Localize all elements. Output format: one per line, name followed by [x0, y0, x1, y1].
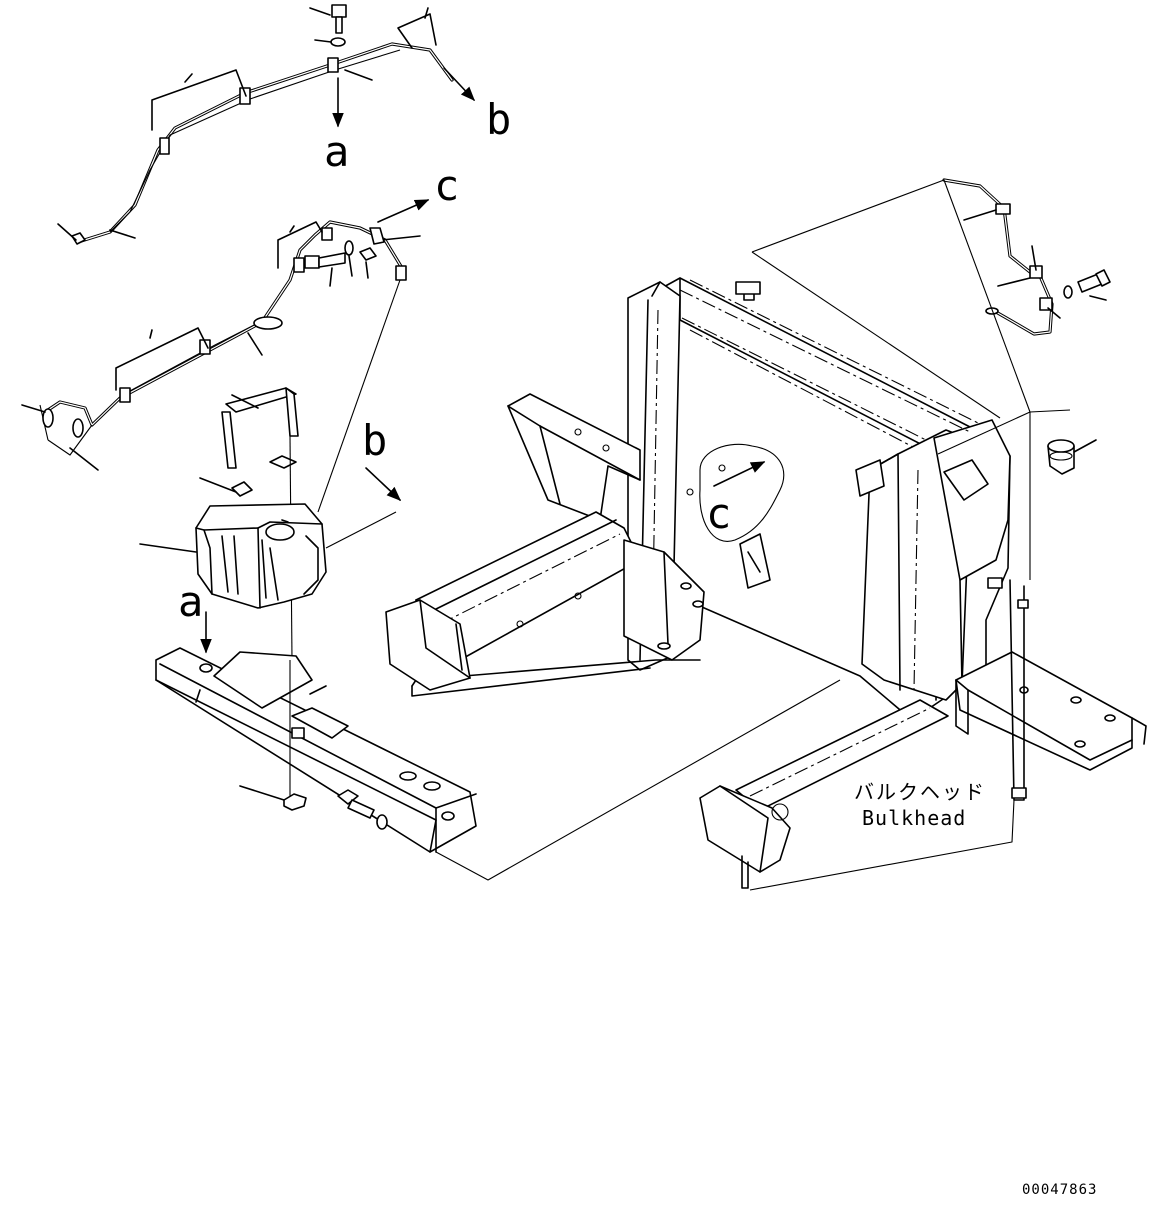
right-wiring-harness: [751, 178, 1111, 580]
ref-letter-c-frame: c: [706, 489, 731, 538]
arrow-b-mid: b: [325, 416, 402, 549]
bulkhead-frame: [385, 277, 1147, 891]
nut-icon: [359, 247, 377, 279]
drawing-number: 00047863: [1022, 1182, 1097, 1198]
arrow-c-frame: c: [706, 461, 766, 538]
ref-letter-b-mid: b: [362, 416, 387, 465]
bolt-icon: [304, 252, 346, 287]
upper-wiring-harness: [57, 4, 454, 245]
control-box: [139, 503, 327, 609]
bolt-icon: [1077, 269, 1111, 293]
bolt-icon: [309, 4, 347, 34]
washer-icon: [376, 814, 388, 830]
caption-english: Bulkhead: [862, 806, 966, 830]
bulkhead-caption: バルクヘッド Bulkhead: [854, 780, 986, 830]
mounting-strap: [199, 387, 299, 661]
caption-japanese: バルクヘッド: [854, 780, 986, 804]
washer-icon: [314, 37, 346, 47]
bolt-icon: [337, 789, 375, 819]
washer-icon: [344, 240, 354, 277]
arrow-a-bottom: a: [178, 577, 212, 654]
washer-icon: [1063, 285, 1073, 299]
ref-letter-c-top: c: [434, 161, 459, 210]
ref-letter-a-bottom: a: [178, 577, 203, 626]
protective-cap: [1047, 439, 1097, 475]
ref-letter-a-top: a: [324, 127, 349, 176]
ref-letter-b-top: b: [486, 95, 511, 144]
arrow-b-top: b: [443, 67, 511, 144]
mounting-bracket-beam: [155, 647, 477, 853]
arrow-c-top: c: [377, 161, 459, 223]
nut-icon: [239, 785, 307, 811]
arrow-a-top: a: [324, 77, 349, 176]
middle-wiring-harness: [21, 220, 421, 471]
